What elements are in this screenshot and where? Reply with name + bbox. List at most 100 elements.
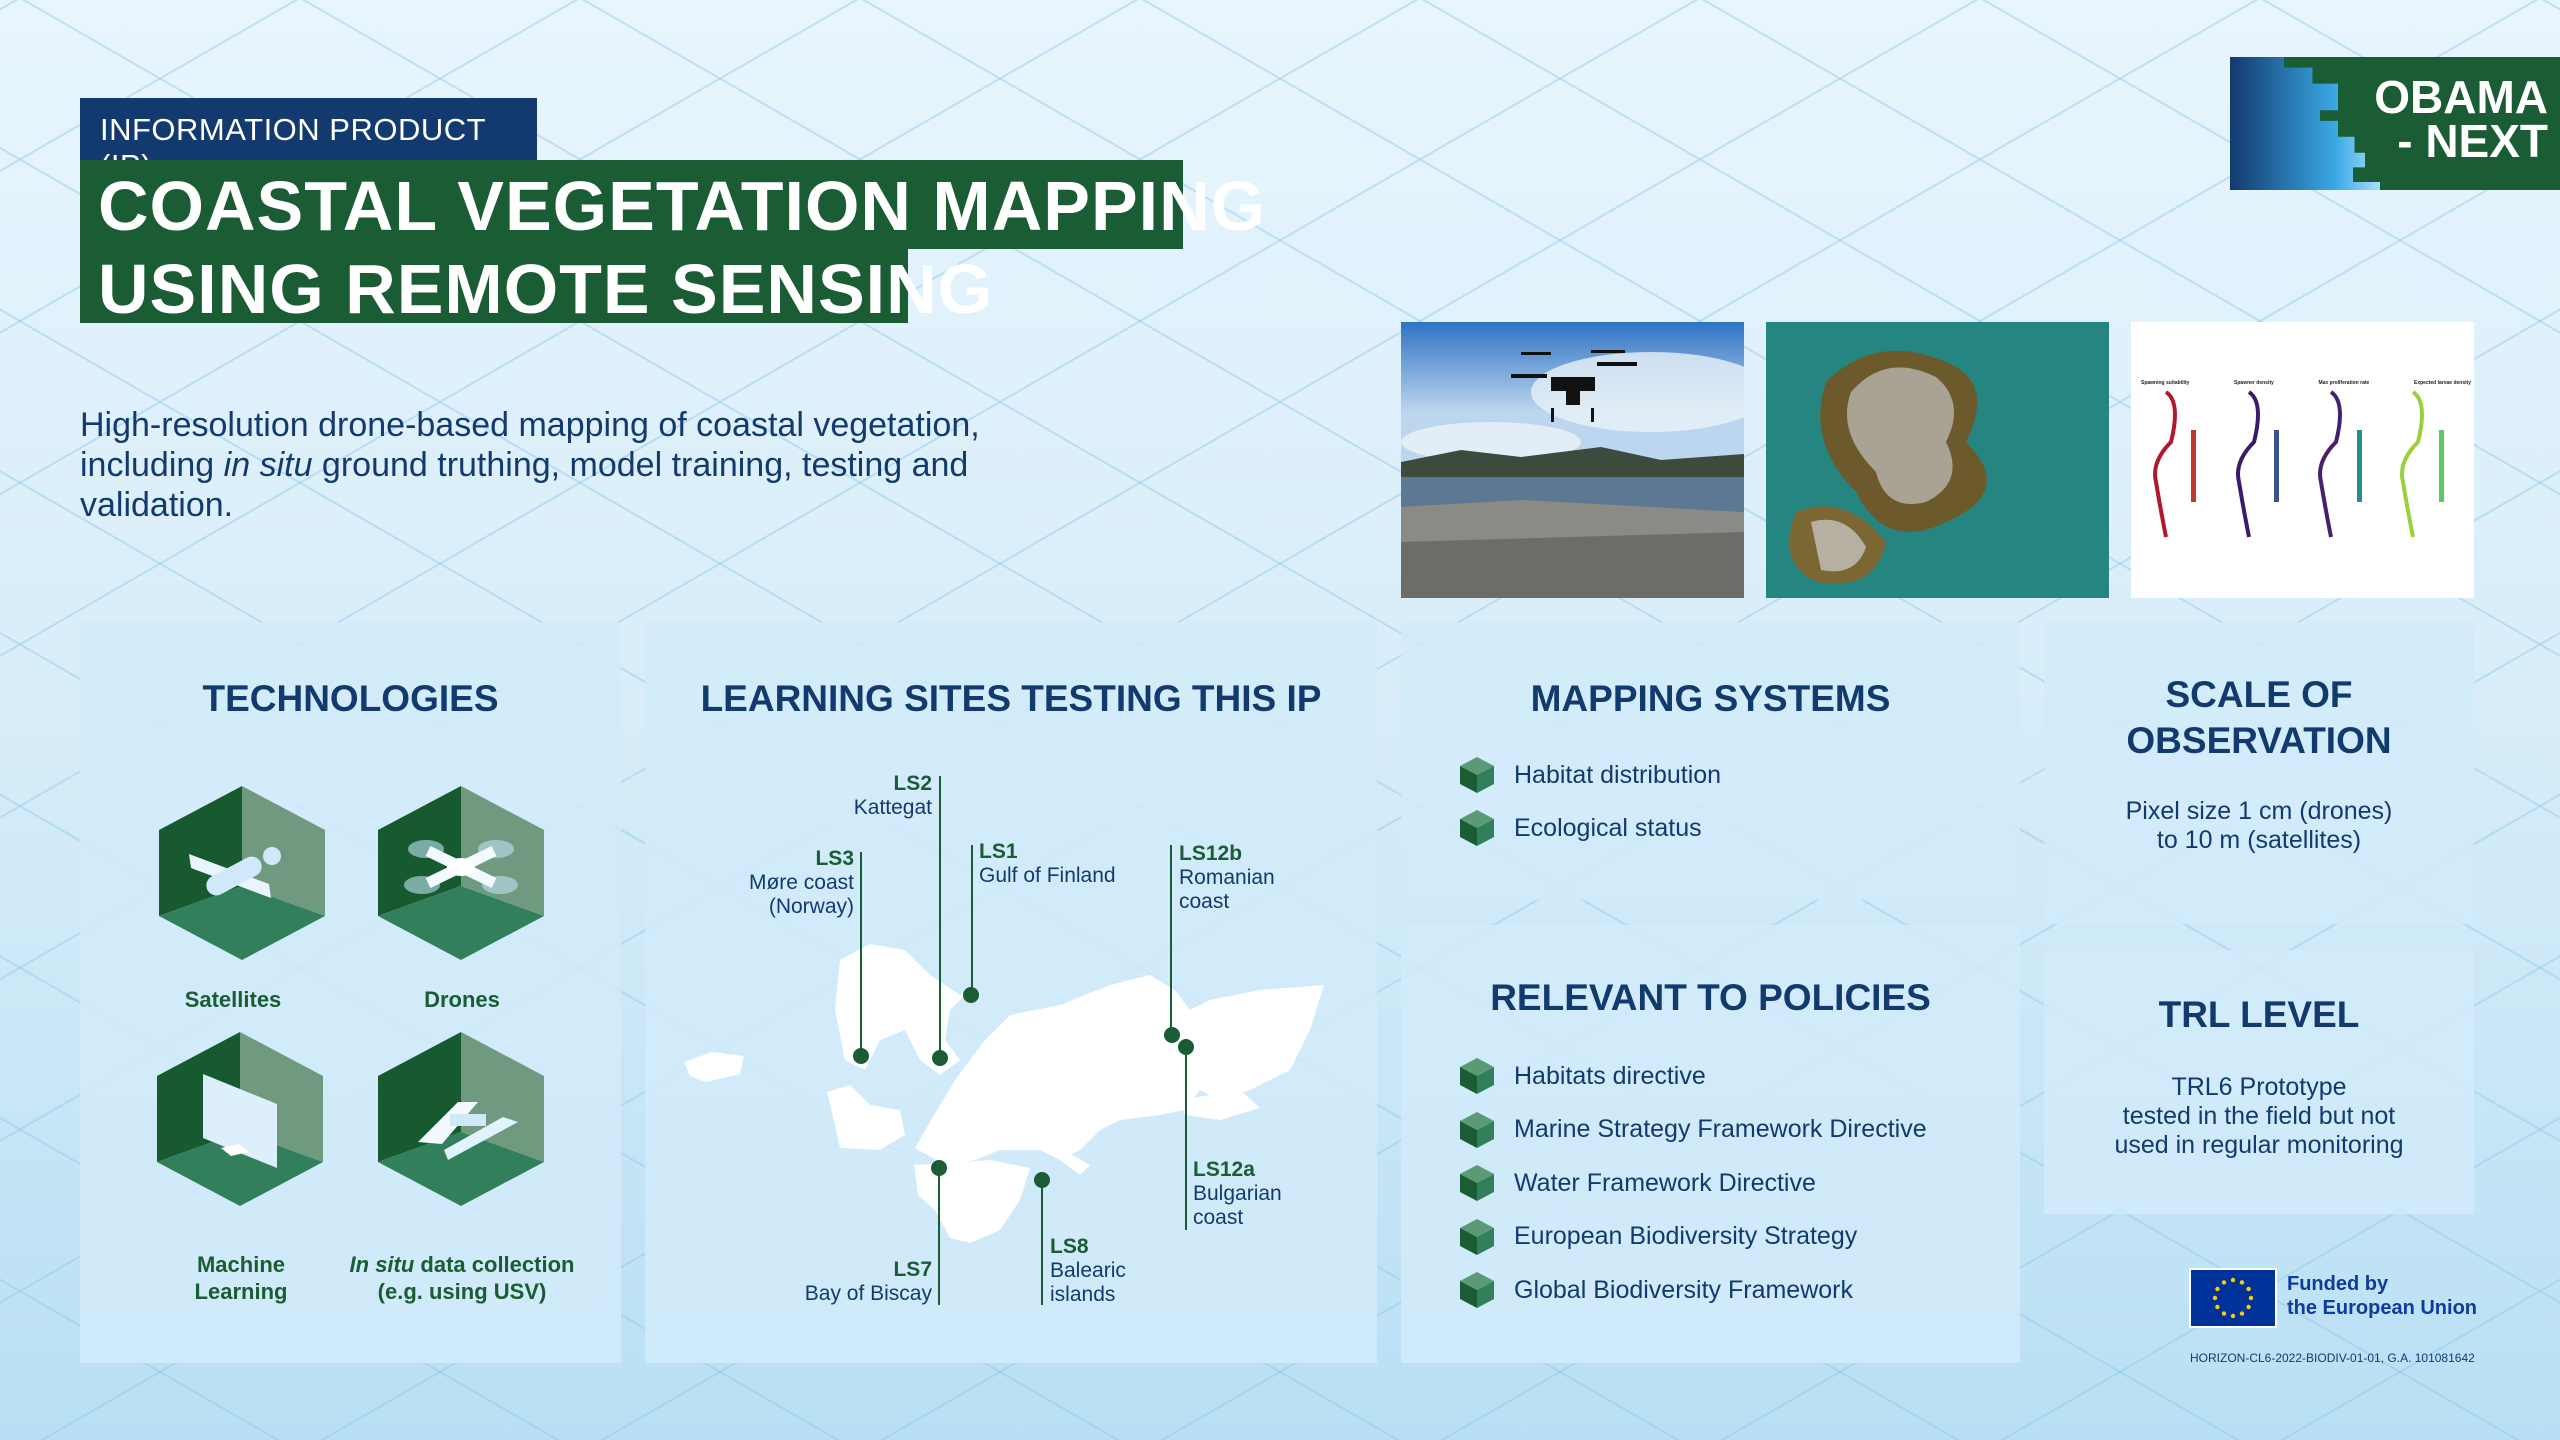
ls3-marker[interactable] [853,1048,869,1064]
eu-star [2239,1280,2245,1285]
figure-maps [2153,390,2444,538]
satellite-icon [159,786,325,960]
cube-bullet-icon [1460,1272,1494,1308]
eu-star [2221,1280,2227,1285]
ls12a-marker[interactable] [1178,1039,1194,1055]
map-mainland [915,975,1324,1165]
scale-panel: SCALE OF OBSERVATION Pixel size 1 cm (dr… [2044,622,2474,924]
panel-heading: OBSERVATION [2126,720,2392,761]
site-code: LS2 [893,772,932,795]
eu-star [2221,1311,2227,1316]
ls7-marker[interactable] [931,1160,947,1176]
tech-label-satellites: Satellites [184,987,282,1012]
drone-photo-image [1401,322,1744,598]
site-name: Bay of Biscay [804,1282,932,1305]
policy-item: Habitats directive [1460,1058,1706,1094]
cube-bullet-icon [1460,1058,1494,1094]
eu-star [2215,1304,2220,1310]
trl-text: tested in the field but not [2122,1102,2396,1130]
cube-bullet-icon [1460,1111,1494,1148]
trl-text: used in regular monitoring [2114,1131,2404,1159]
ls2-marker[interactable] [932,1050,948,1066]
policy-item: Global Biodiversity Framework [1460,1272,1853,1308]
tech-label-text: data collection (e.g. using USV) [377,1252,575,1304]
site-code: LS12a [1193,1158,1255,1181]
ls12a-leader [1185,1047,1187,1230]
figure-panel-title: Expected larvae density [2414,380,2471,386]
scale-text: to 10 m (satellites) [2156,826,2362,854]
eu-star [2246,1286,2251,1292]
tech-label-machine-learning: Machine Learning [194,1252,288,1304]
cube-bullet-icon [1460,1218,1494,1255]
map-italy [1060,1148,1090,1175]
cube-bullet-icon [1460,757,1494,793]
policy-item-label: Marine Strategy Framework Directive [1514,1115,1927,1143]
ls3-leader [860,852,862,1056]
policy-item-label: Water Framework Directive [1514,1168,1816,1197]
site-name: Kattegat [853,796,932,819]
logo-line-2: - NEXT [2397,115,2548,167]
panel-heading: LEARNING SITES TESTING THIS IP [700,678,1322,719]
mapping-systems-panel: MAPPING SYSTEMS [1401,622,2020,900]
tech-label-emphasis: In situ [349,1252,415,1277]
technologies-panel: TECHNOLOGIES [80,622,621,1363]
map-iceland [684,1052,744,1082]
funded-line-1: Funded by [2287,1273,2389,1295]
description-emphasis: in situ [223,446,313,484]
ls1-marker[interactable] [963,987,979,1003]
mapping-item: Habitat distribution [1460,757,1721,793]
trl-panel: TRL LEVEL TRL6 Prototype tested in the f… [2044,950,2474,1214]
figure-panel-title: Spawner density [2234,380,2274,386]
mapping-item: Ecological status [1460,810,1702,846]
ls8-leader [1041,1180,1043,1305]
boat-icon [378,1032,544,1206]
ls1-leader [971,845,973,995]
figure-panel-title: Max proliferation rate [2318,380,2370,386]
site-code: LS7 [893,1258,932,1281]
eu-star [2246,1304,2251,1310]
trl-text: TRL6 Prototype [2171,1073,2347,1101]
site-name: Møre coast (Norway) [748,871,854,918]
eu-star [2230,1277,2236,1283]
technology-hexagons [157,786,544,1206]
eu-star [2230,1313,2236,1319]
obama-next-logo: OBAMA- NEXT [2230,57,2560,190]
description-text-end: ground truthing, model training, testing… [80,446,969,524]
ls8-marker[interactable] [1034,1172,1050,1188]
aerial-photo [1766,322,2109,598]
site-name: Romanian coast [1179,866,1275,913]
policy-item: Marine Strategy Framework Directive [1460,1111,1927,1148]
site-code: LS12b [1179,842,1243,865]
site-name: Balearic islands [1050,1259,1126,1306]
logo-pixel-graphic [2230,57,2380,190]
site-code: LS3 [815,847,854,870]
drone-icon [378,786,544,960]
logo-line-1: OBAMA [2374,71,2548,123]
policy-item-label: Habitats directive [1514,1061,1706,1090]
ls12b-marker[interactable] [1164,1027,1180,1043]
panel-heading: SCALE OF [2165,674,2353,715]
policy-item-label: Global Biodiversity Framework [1514,1275,1853,1304]
grant-number: HORIZON-CL6-2022-BIODIV-01-01, G.A. 1010… [2190,1351,2475,1365]
cube-bullet-icon [1460,1165,1494,1201]
site-name: Bulgarian coast [1193,1182,1282,1229]
cube-bullet-icon [1460,810,1494,846]
funded-by-eu: Funded by the European Union [2287,1272,2477,1320]
eu-star [2212,1295,2218,1301]
ls12b-leader [1170,845,1172,1035]
ip-tag: INFORMATION PRODUCT (IP) [80,98,537,183]
monitor-icon [157,1032,323,1206]
eu-star [2215,1286,2220,1292]
panel-heading: TECHNOLOGIES [202,678,499,719]
eu-star [2239,1311,2245,1316]
site-code: LS8 [1050,1235,1089,1258]
tech-label-in-situ: In situ data collection (e.g. using USV) [337,1251,587,1305]
page-title-line-1: COASTAL VEGETATION MAPPING [80,160,1265,249]
eu-flag-icon [2189,1268,2277,1328]
